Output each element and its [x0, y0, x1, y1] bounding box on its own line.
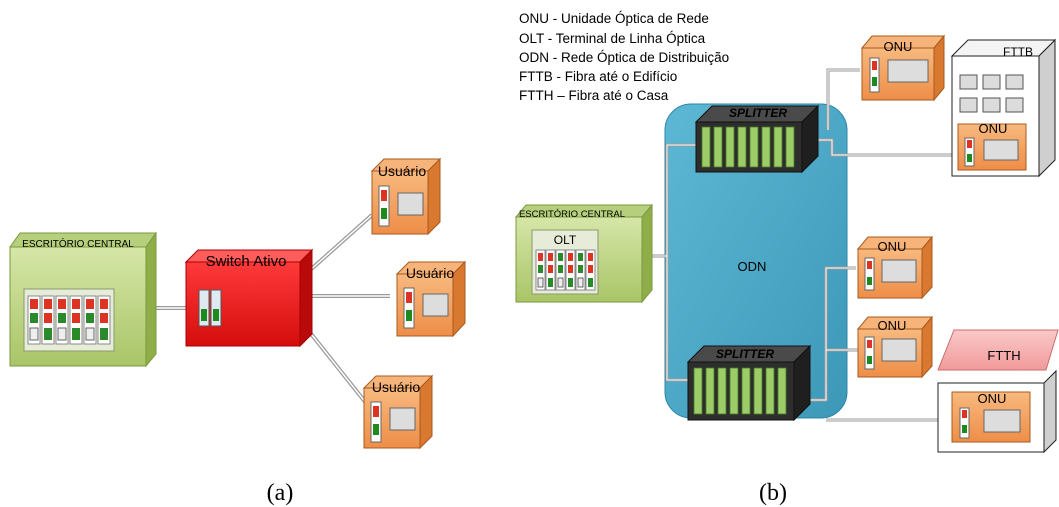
- user-label: Usuário: [372, 379, 420, 395]
- diagram-a: ESCRITÓRIO CENTRAL Switch Ativo: [9, 157, 467, 506]
- switch-label: Switch Ativo: [206, 253, 287, 270]
- olt-ports: [535, 249, 596, 291]
- ftth-house: FTTH ONU: [937, 329, 1059, 454]
- switch-active: Switch Ativo: [184, 248, 314, 348]
- caption-a: (a): [267, 480, 294, 506]
- splitter-ports: [701, 126, 795, 168]
- user-label: Usuário: [406, 265, 454, 281]
- onu-label: ONU: [878, 239, 907, 254]
- onu-top: ONU: [860, 34, 946, 102]
- onu-label: ONU: [884, 39, 913, 54]
- central-office-b-label: ESCRITÓRIO CENTRAL: [519, 209, 625, 220]
- user-box-1: Usuário: [370, 157, 442, 236]
- fttb-label: FTTB: [1003, 45, 1033, 59]
- central-office-b: ESCRITÓRIO CENTRAL OLT: [514, 203, 654, 304]
- central-office-a: ESCRITÓRIO CENTRAL: [9, 231, 157, 368]
- house-roof: [937, 329, 1059, 371]
- splitter-label: SPLITTER: [729, 106, 787, 120]
- olt-label: OLT: [554, 233, 577, 247]
- onu-mid-2: ONU: [856, 315, 934, 379]
- building-windows: [959, 74, 1024, 113]
- odn-label: ODN: [738, 259, 767, 274]
- legend-item: ONU - Unidade Óptica de Rede: [519, 11, 709, 26]
- diagram-b: ONU - Unidade Óptica de Rede OLT - Termi…: [514, 11, 1059, 506]
- user-box-3: Usuário: [362, 374, 434, 450]
- user-label: Usuário: [378, 163, 426, 179]
- central-office-a-label: ESCRITÓRIO CENTRAL: [22, 237, 134, 250]
- ftth-label: FTTH: [987, 348, 1020, 363]
- legend: ONU - Unidade Óptica de Rede OLT - Termi…: [519, 11, 729, 103]
- legend-item: OLT - Terminal de Linha Óptica: [519, 31, 706, 46]
- legend-item: FTTB - Fibra até o Edifício: [519, 69, 677, 84]
- switch-port: [198, 289, 210, 327]
- fttb-building: FTTB ONU: [950, 38, 1057, 178]
- onu-label: ONU: [978, 391, 1007, 406]
- splitter-label: SPLITTER: [716, 347, 774, 361]
- onu-label: ONU: [878, 318, 907, 333]
- onu-label: ONU: [979, 121, 1008, 136]
- switch-port: [210, 289, 222, 327]
- splitter-top: SPLITTER: [694, 104, 820, 174]
- legend-item: FTTH – Fibra até o Casa: [519, 88, 669, 103]
- caption-b: (b): [759, 480, 787, 506]
- legend-item: ODN - Rede Óptica de Distribuição: [519, 50, 729, 65]
- rack-a-ports: [27, 295, 111, 345]
- user-box-2: Usuário: [395, 260, 467, 338]
- onu-mid-1: ONU: [856, 235, 934, 300]
- splitter-bottom: SPLITTER: [686, 344, 812, 422]
- splitter-ports: [693, 367, 787, 415]
